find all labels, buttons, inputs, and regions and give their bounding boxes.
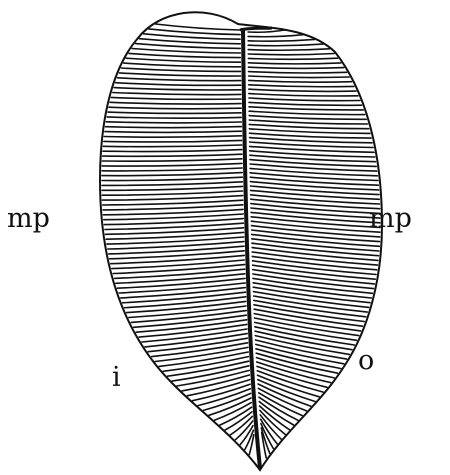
lamella-line xyxy=(249,80,352,82)
lamella-line xyxy=(249,116,366,120)
lamella-line xyxy=(119,73,240,76)
lamella-line xyxy=(102,186,242,190)
lamella-line xyxy=(249,120,367,124)
ridge-cap xyxy=(240,28,272,30)
lamella-line xyxy=(103,200,243,205)
lamella-line xyxy=(102,177,242,180)
lamella-line xyxy=(249,107,363,110)
lamella-line xyxy=(124,63,241,67)
lamella-line xyxy=(248,63,341,64)
lamella-line xyxy=(108,112,241,113)
lamella-line xyxy=(106,127,242,128)
lamella-line xyxy=(109,107,241,109)
lamella-line xyxy=(104,136,241,137)
lamella-line xyxy=(111,97,241,99)
lamella-line xyxy=(104,140,242,142)
lamella-line xyxy=(249,72,347,73)
lamella-line xyxy=(249,89,356,91)
lamella-line xyxy=(114,88,241,90)
lamella-line xyxy=(248,58,337,59)
lamella-line xyxy=(259,393,303,416)
lamella-line xyxy=(116,83,241,86)
mp-label-right: mp xyxy=(369,205,412,232)
lamella-line xyxy=(249,124,368,128)
lamella-line xyxy=(107,117,241,118)
lamella-line xyxy=(249,111,365,114)
lamella-line xyxy=(102,168,242,171)
lamella-line xyxy=(156,24,241,30)
lamella-line xyxy=(249,94,358,96)
lamella-line xyxy=(248,35,303,37)
lamella-line xyxy=(103,154,242,156)
lamella-line xyxy=(112,260,245,269)
lamella-line xyxy=(102,173,242,176)
lamella-line xyxy=(249,67,344,68)
lamella-line xyxy=(249,98,360,101)
lamella-line xyxy=(249,76,350,78)
lamella-line xyxy=(121,68,240,71)
lamella-line xyxy=(102,196,242,201)
lamella-line xyxy=(102,159,242,161)
inner-label: i xyxy=(112,364,121,391)
lamella-line xyxy=(110,102,241,104)
lamella-line xyxy=(102,163,242,166)
lamella-line xyxy=(102,191,242,195)
lamella-line xyxy=(136,44,241,49)
lamella-line xyxy=(132,49,240,54)
lamella-line xyxy=(248,30,285,32)
lamella-line xyxy=(249,102,362,105)
outer-label: o xyxy=(358,347,374,374)
lamella-line xyxy=(248,44,323,46)
mp-label-left: mp xyxy=(7,205,50,232)
lamella-line xyxy=(106,122,241,123)
lamella-line xyxy=(103,145,241,147)
lamella-line xyxy=(248,49,329,50)
lamella-line xyxy=(105,131,242,132)
lamella-line xyxy=(248,54,334,55)
lamella-line xyxy=(118,78,241,81)
lamella-line xyxy=(249,85,354,87)
lamella-line xyxy=(113,93,241,95)
lamella-line xyxy=(129,53,240,57)
lamella-line xyxy=(248,39,315,41)
lamella-line xyxy=(249,129,370,134)
lamella-line xyxy=(126,58,240,62)
lamella-line xyxy=(103,150,242,152)
lamella-line xyxy=(102,182,242,186)
